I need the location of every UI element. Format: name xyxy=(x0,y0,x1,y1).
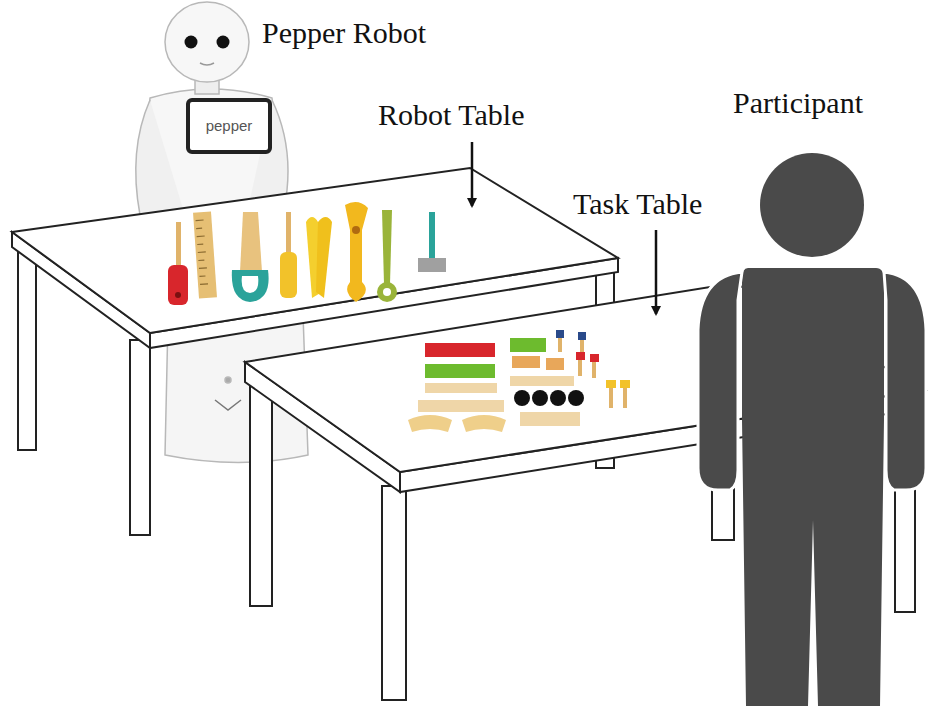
leader-arrows xyxy=(472,142,656,314)
toy-parts xyxy=(408,330,630,432)
figure-label: Pepper Robot xyxy=(262,16,426,51)
screen-text: pepper xyxy=(206,117,253,134)
toy-tools xyxy=(168,202,446,305)
figure-label: Task Table xyxy=(573,187,702,222)
figure-label: Robot Table xyxy=(378,98,525,133)
participant-silhouette xyxy=(698,153,926,706)
figure-label: Participant xyxy=(733,86,863,121)
